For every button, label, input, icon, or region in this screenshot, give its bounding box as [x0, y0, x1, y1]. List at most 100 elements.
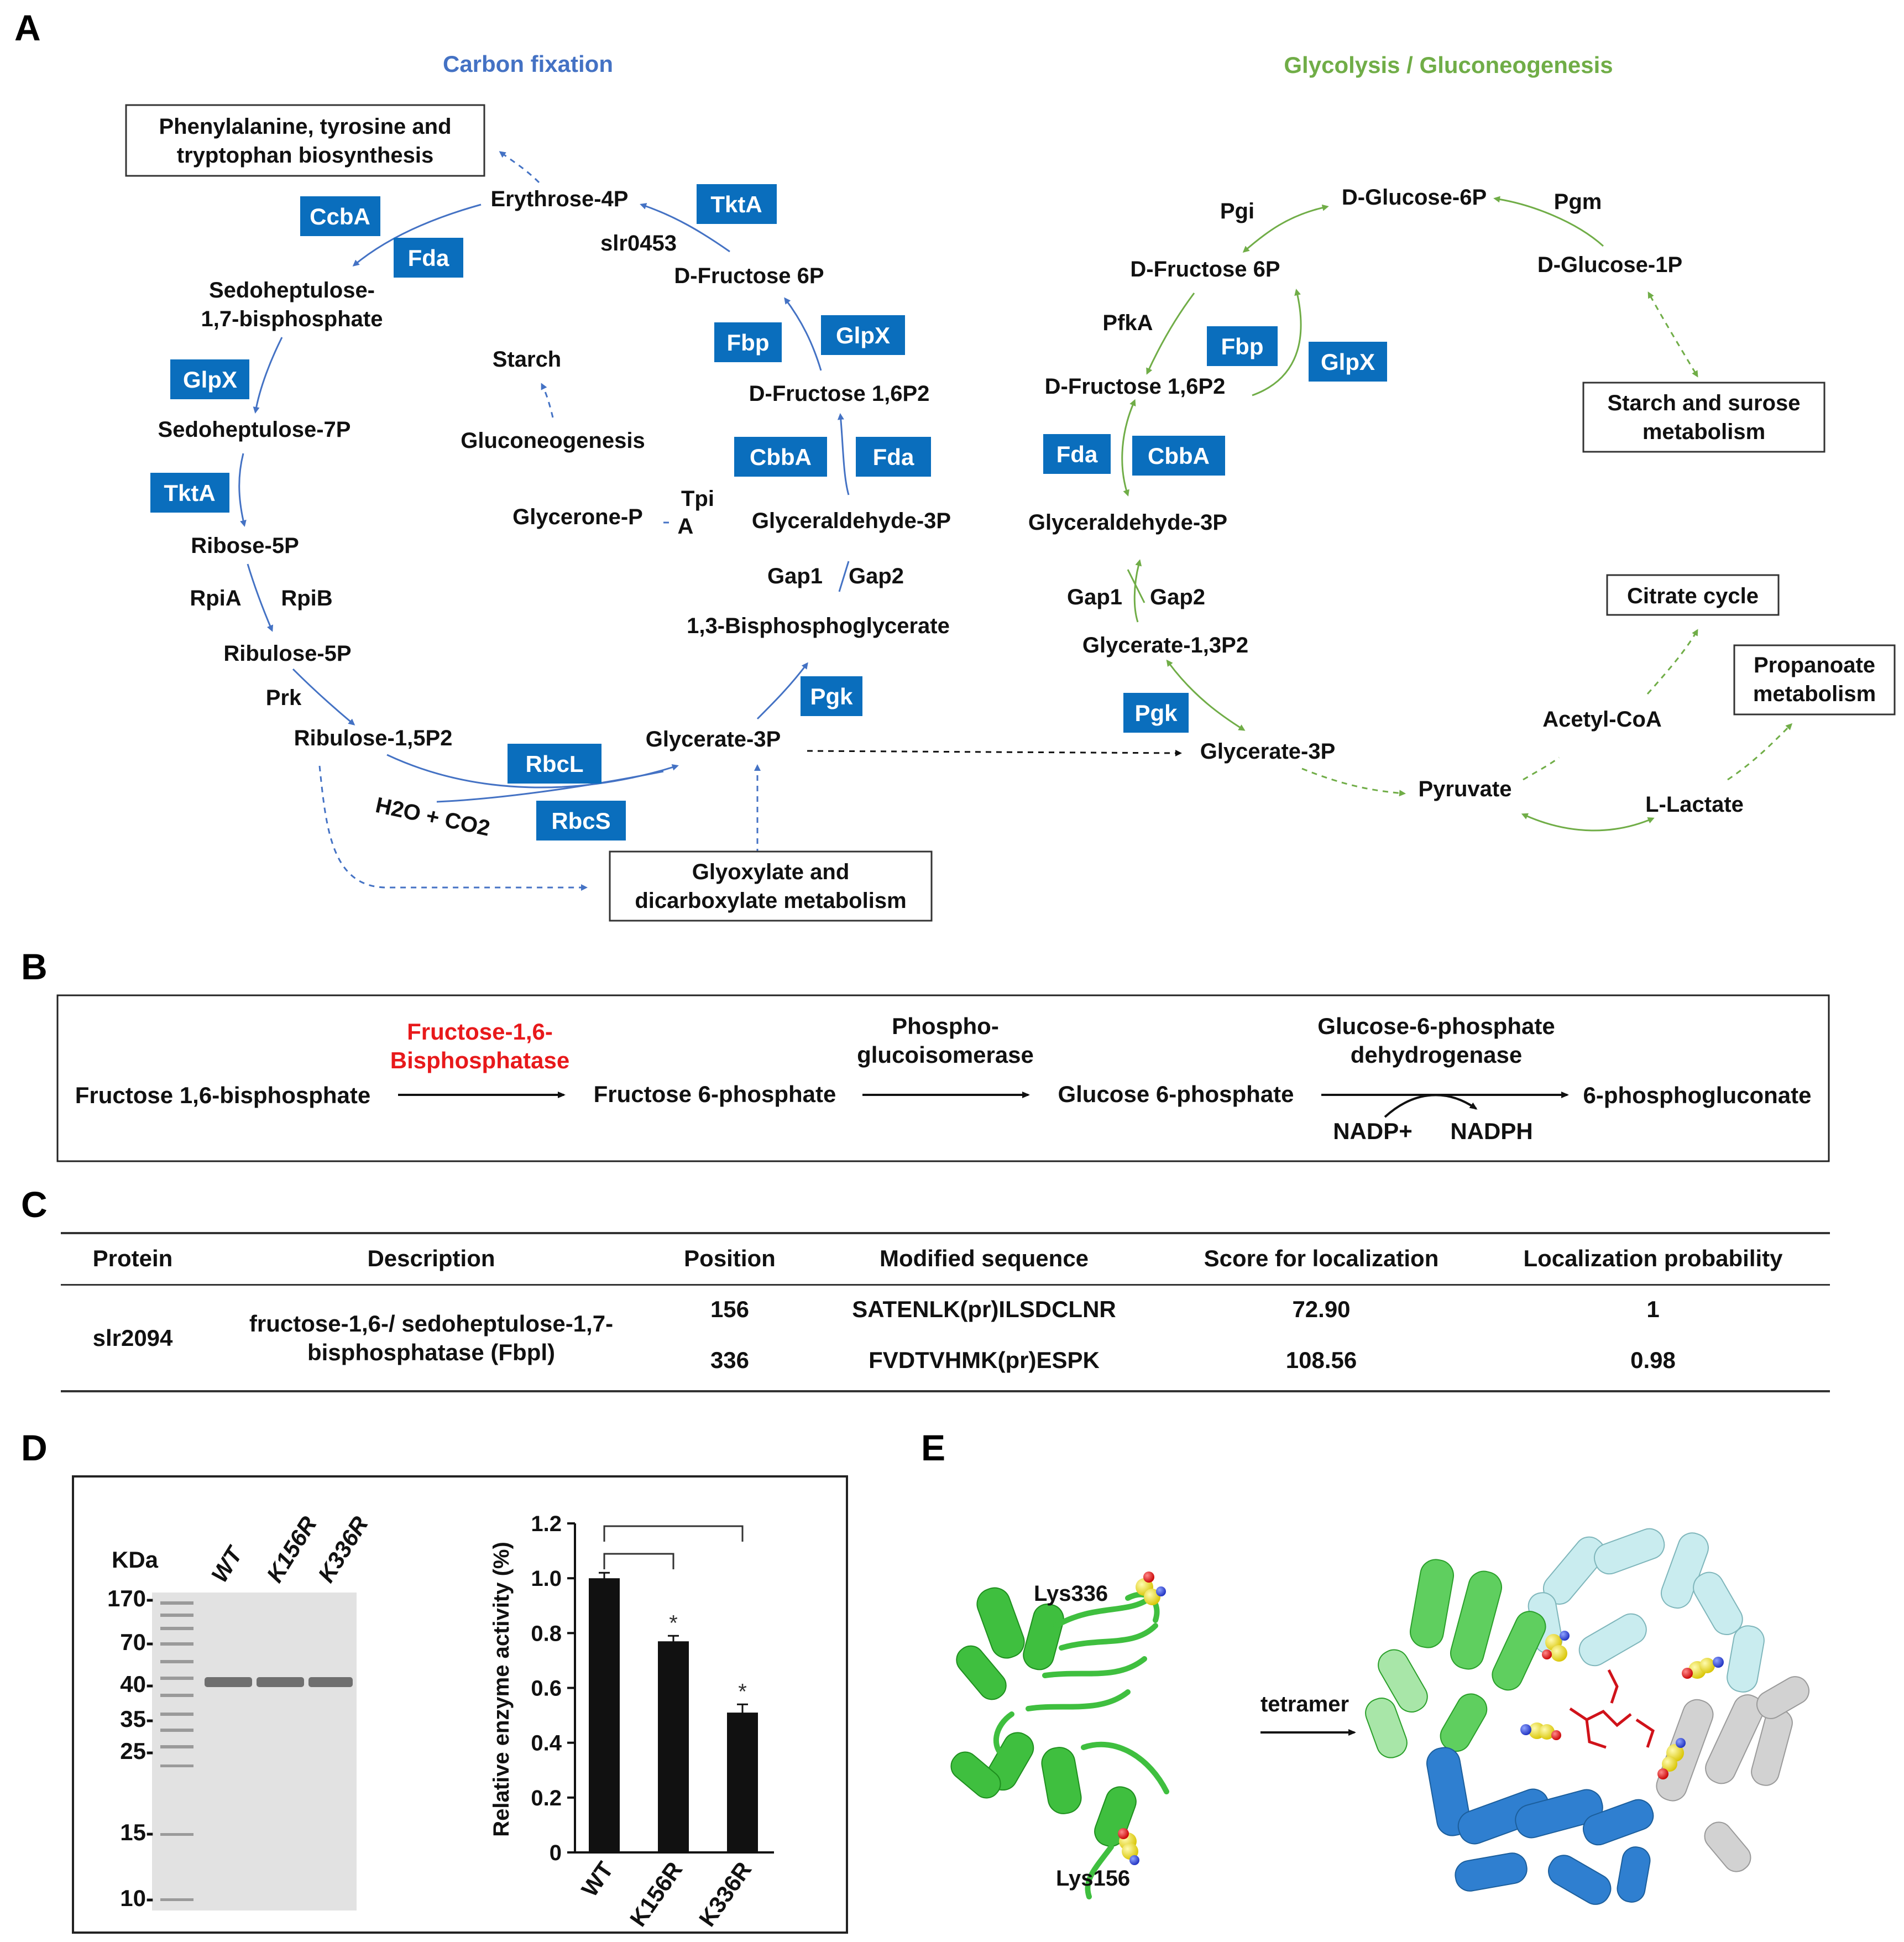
label-slr0453: slr0453 — [600, 231, 677, 255]
enzyme-box-pgk-left — [801, 676, 862, 716]
enzyme-box-glpx1 — [170, 359, 249, 399]
gel-bands — [205, 1677, 353, 1687]
enzyme-box-rbcs — [536, 801, 626, 841]
enzyme-cbba-right: CbbA — [1148, 443, 1210, 469]
b-enzyme-1-line2: Bisphosphatase — [390, 1047, 569, 1073]
arrow-ribose-to-ribulose5p — [247, 563, 274, 632]
cell-protein: slr2094 — [92, 1325, 173, 1351]
panel-a-pathway-diagram: Carbon fixation Glycolysis / Gluconeogen… — [125, 51, 1896, 922]
b-enzyme-2-line2: glucoisomerase — [857, 1042, 1034, 1068]
metabolite-ribose: Ribose-5P — [191, 534, 299, 558]
cell-position-2: 336 — [710, 1347, 750, 1373]
lys156-sphere — [1118, 1828, 1139, 1865]
box-glyoxylate — [609, 850, 933, 922]
arrow-glyald-to-dfru16 — [837, 413, 850, 495]
gel-band-k336r — [308, 1677, 353, 1687]
metabolite-gluconeo: Gluconeogenesis — [461, 429, 645, 453]
header-position: Position — [684, 1245, 776, 1271]
gel-band-wt — [205, 1677, 252, 1687]
box-pheny-tyr-trp — [125, 104, 485, 177]
cell-description-line1: fructose-1,6-/ sedoheptulose-1,7- — [249, 1311, 614, 1337]
metabolite-glycerate13: Glycerate-1,3P2 — [1082, 633, 1248, 657]
ligand-red — [1569, 1669, 1655, 1749]
label-lys336: Lys336 — [1034, 1581, 1108, 1606]
b-enzyme-3-line1: Glucose-6-phosphate — [1317, 1013, 1555, 1039]
enzyme-fda-right: Fda — [1056, 441, 1098, 467]
header-probability: Localization probability — [1523, 1245, 1783, 1271]
b-enzyme-3-line2: dehydrogenase — [1351, 1042, 1522, 1068]
header-score: Score for localization — [1204, 1245, 1439, 1271]
gap-divider-left — [838, 561, 850, 592]
enzyme-cbba-left: CbbA — [750, 444, 812, 470]
label-gap1-left: Gap1 — [767, 564, 823, 588]
gel-ladder-40: 40- — [120, 1671, 154, 1697]
label-pgi: Pgi — [1220, 199, 1254, 223]
chart-ytick-label: 1.2 — [531, 1512, 562, 1536]
gel-band-k156r — [257, 1677, 304, 1687]
enzyme-box-glpx-right — [1309, 342, 1387, 382]
b-product: 6-phosphogluconate — [1583, 1082, 1812, 1108]
activity-bar-chart: Relative enzyme activity (%) 00.20.40.60… — [489, 1512, 774, 1931]
enzyme-box-fbp-right — [1207, 326, 1278, 366]
arrow-glyald-glycerate13 — [1133, 559, 1142, 623]
tetramer-structure — [1365, 1528, 1810, 1905]
enzyme-pgk-right: Pgk — [1134, 700, 1178, 726]
b-substrate-1: Fructose 1,6-bisphosphate — [75, 1082, 370, 1108]
gel-ladder-170: 170- — [107, 1585, 154, 1611]
metabolite-erythrose: Erythrose-4P — [491, 187, 629, 211]
enzyme-box-cbba-left — [734, 437, 827, 477]
enzyme-box-fda-right — [1043, 434, 1111, 474]
enzyme-fbp-left: Fbp — [727, 330, 770, 356]
arrow-erythrose-to-sedo17 — [352, 203, 482, 267]
arrow-dglc6p-dglc1p — [1493, 196, 1604, 247]
gel-kda-label: KDa — [112, 1547, 159, 1573]
box-glyox-line1: Glyoxylate and — [692, 860, 850, 884]
metabolite-dfru16-right: D-Fructose 1,6P2 — [1045, 374, 1226, 399]
arrow-dfru6-to-dfru16 — [1146, 293, 1195, 375]
cell-description-line2: bisphosphatase (Fbpl) — [307, 1339, 555, 1365]
chart-ytick-label: 0.4 — [531, 1731, 562, 1756]
label-gap2-left: Gap2 — [849, 564, 904, 588]
chart-ytick-label: 0.8 — [531, 1621, 562, 1646]
panel-d-border — [72, 1475, 848, 1934]
label-rpib: RpiB — [281, 586, 332, 610]
panel-letter-a: A — [14, 7, 41, 48]
arrow-dglc6p-dfru6 — [1242, 204, 1329, 253]
cell-sequence-1: SATENLK(pr)ILSDCLNR — [852, 1296, 1116, 1322]
label-gap2-right: Gap2 — [1150, 585, 1205, 609]
box-glyox-line2: dicarboxylate metabolism — [635, 889, 906, 913]
metabolite-dfru6-right: D-Fructose 6P — [1130, 257, 1280, 281]
arrow-dfru16-to-dfru6 — [1252, 289, 1302, 396]
dashed-acetyl-to-citrate — [1646, 629, 1698, 695]
enzyme-box-tkta1 — [697, 184, 777, 224]
chain-blue — [1426, 1747, 1654, 1905]
b-enzyme-1-line1: Fructose-1,6- — [407, 1019, 553, 1045]
arrow-glycerate13-glycerate3p — [1166, 659, 1246, 731]
header-description: Description — [367, 1245, 495, 1271]
panel-d-gel-and-chart: KDa 170- 70- 40- 35- 25- 15- 10- WT K156… — [72, 1475, 848, 1934]
enzyme-glpx1: GlpX — [183, 367, 237, 393]
chart-ytick-label: 0 — [550, 1841, 562, 1865]
enzyme-pgk-left: Pgk — [810, 683, 853, 709]
enzyme-ccba: CcbA — [310, 203, 370, 229]
enzyme-glpx2: GlpX — [836, 322, 890, 348]
gel-ladder-70: 70- — [120, 1629, 154, 1655]
enzyme-box-cbba-right — [1132, 436, 1225, 476]
chart-ytick-label: 1.0 — [531, 1567, 562, 1591]
gel-lane-wt: WT — [206, 1541, 248, 1587]
gel-lane-k156r: K156R — [261, 1511, 322, 1586]
gap-divider-right — [1127, 569, 1145, 603]
arrow-ribulose5p-to-ribulose15 — [292, 668, 355, 725]
chart-bar — [589, 1578, 620, 1852]
panel-letter-d: D — [21, 1427, 48, 1468]
box-starch-surose — [1582, 382, 1825, 453]
metabolite-ribulose15: Ribulose-1,5P2 — [294, 726, 453, 750]
enzyme-box-tkta2 — [150, 473, 229, 513]
b-enzyme-2-line1: Phospho- — [892, 1013, 999, 1039]
box-citrate-label: Citrate cycle — [1627, 584, 1759, 608]
b-substrate-2: Fructose 6-phosphate — [594, 1081, 836, 1107]
panel-e-structure: Lys336 Lys156 tetramer — [950, 1528, 1810, 1905]
chart-xtick-label: WT — [576, 1857, 618, 1902]
box-starch-line2: metabolism — [1643, 420, 1765, 444]
label-pfka: PfkA — [1102, 311, 1153, 335]
